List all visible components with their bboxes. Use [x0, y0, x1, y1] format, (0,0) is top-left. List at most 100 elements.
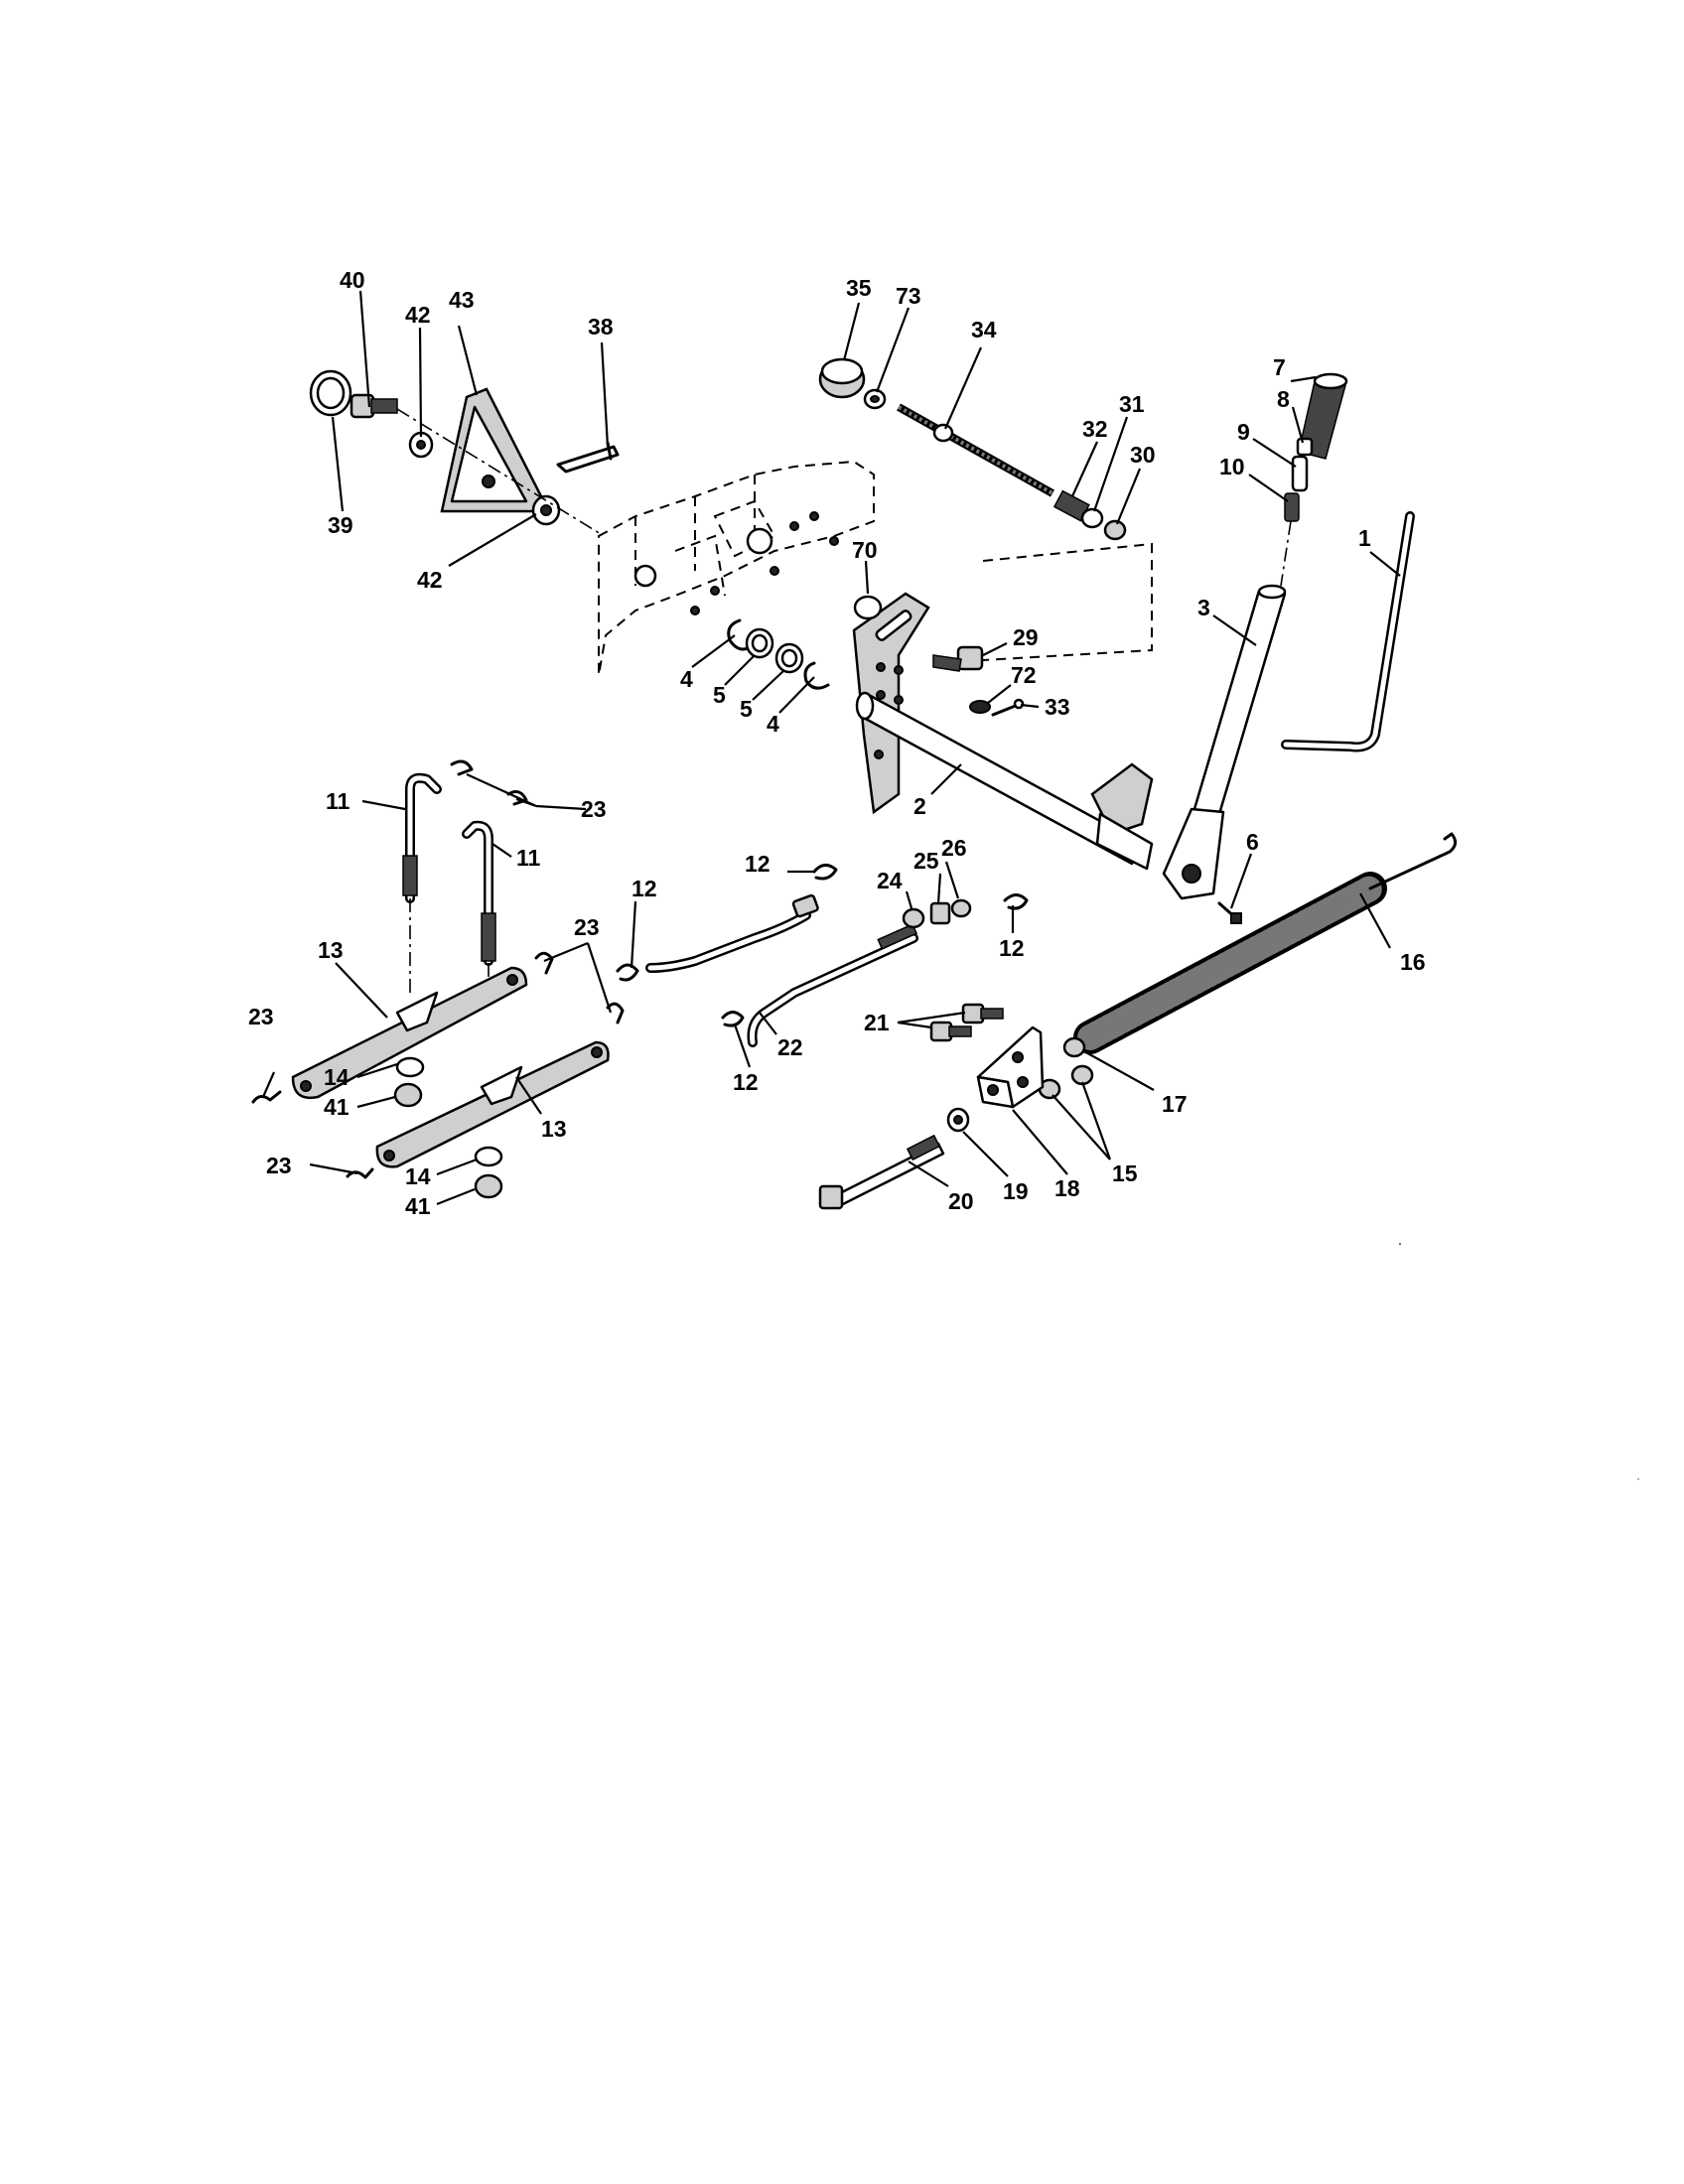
callout-72: 72	[1011, 662, 1037, 688]
callout-3: 3	[1197, 595, 1210, 620]
callout-41-bottom: 41	[405, 1193, 431, 1219]
part-8-button	[1296, 437, 1314, 457]
callout-23-left: 23	[248, 1004, 274, 1029]
part-43-bracket	[440, 387, 543, 513]
part-72-washer	[969, 700, 991, 714]
callout-24: 24	[877, 868, 903, 893]
part-39-spring-ring	[309, 369, 352, 417]
frame-outline	[598, 460, 1153, 676]
callout-6: 6	[1246, 829, 1259, 855]
callout-26: 26	[941, 835, 967, 861]
part-31-washer	[1080, 507, 1104, 529]
part-35-knob	[818, 357, 866, 399]
callout-8: 8	[1277, 386, 1290, 412]
part-13-link-b	[375, 1040, 610, 1168]
leader-lines	[261, 290, 1401, 1206]
callout-14-top: 14	[324, 1064, 350, 1090]
part-40-shoulder-bolt	[350, 393, 398, 419]
scan-speck	[1398, 1242, 1402, 1246]
part-33-screw	[991, 698, 1025, 717]
part-13-link-a	[291, 966, 528, 1100]
part-rod-upper	[645, 893, 819, 973]
part-9-pin	[1291, 455, 1309, 492]
part-14-washer-a	[395, 1056, 425, 1078]
callout-29: 29	[1013, 624, 1039, 650]
callout-16: 16	[1400, 949, 1426, 975]
callout-40: 40	[340, 267, 365, 293]
part-5-bushing-a	[745, 627, 774, 659]
scan-speck	[1637, 1478, 1639, 1480]
callout-7: 7	[1273, 354, 1286, 380]
callout-30: 30	[1130, 442, 1156, 468]
callout-31: 31	[1119, 391, 1145, 417]
callout-22: 22	[777, 1034, 803, 1060]
part-18-bracket	[976, 1025, 1045, 1109]
part-6-screw	[1217, 901, 1242, 924]
part-1-rod	[1281, 511, 1415, 752]
part-11-hanger-b	[462, 820, 496, 966]
part-26-nut	[950, 898, 972, 918]
part-12-clip-right	[1003, 893, 1029, 910]
part-24-nut	[902, 907, 925, 929]
part-41-nut-b	[474, 1173, 503, 1199]
part-38-clip	[556, 441, 620, 474]
part-14-washer-b	[474, 1146, 503, 1167]
callout-34: 34	[971, 317, 997, 342]
callout-13-top: 13	[318, 937, 344, 963]
callout-18: 18	[1054, 1175, 1080, 1201]
callout-43: 43	[449, 287, 475, 313]
part-42-washer-bottom	[531, 494, 561, 526]
part-10-spring	[1284, 492, 1300, 522]
callout-12-left: 12	[632, 876, 657, 901]
callout-12-top: 12	[745, 851, 771, 877]
part-25-trunnion	[929, 901, 951, 925]
callout-14-bottom: 14	[405, 1163, 431, 1189]
callout-23-mid: 23	[574, 914, 600, 940]
callout-38: 38	[588, 314, 614, 340]
part-12-clip-left	[616, 963, 639, 982]
part-23-cotter-pin-left	[251, 1090, 282, 1104]
part-12-clip-top	[812, 864, 838, 881]
part-4-clip-b	[803, 661, 830, 690]
callout-23-bottom: 23	[266, 1153, 292, 1178]
part-29-bolt	[932, 645, 984, 672]
callout-25: 25	[913, 848, 939, 874]
part-19-washer	[946, 1107, 970, 1133]
callout-11-right: 11	[516, 845, 541, 871]
callout-11-left: 11	[326, 788, 351, 814]
callout-1: 1	[1358, 525, 1371, 551]
callout-13-bottom: 13	[541, 1116, 567, 1142]
part-23-cotter-pin-bottom	[346, 1167, 374, 1179]
callout-4-right: 4	[767, 711, 779, 737]
callout-42-top: 42	[405, 302, 431, 328]
part-11-hanger-a	[402, 772, 442, 903]
part-30-nut	[1103, 519, 1127, 541]
centerline-handle	[1280, 520, 1292, 587]
part-16-spring	[1073, 832, 1457, 1054]
part-3-lift-handle	[1162, 584, 1287, 900]
callout-23-top: 23	[581, 796, 607, 822]
callout-32: 32	[1082, 416, 1108, 442]
part-34-threaded-rod	[897, 403, 1054, 497]
part-12-clip-lower	[721, 1011, 745, 1027]
callout-42-bottom: 42	[417, 567, 443, 593]
callout-12-bottom: 12	[733, 1069, 759, 1095]
part-21-bolts	[929, 1003, 1004, 1042]
centerline-bracket	[396, 408, 602, 535]
callout-9: 9	[1237, 419, 1250, 445]
part-41-nut-a	[393, 1082, 423, 1108]
callout-35: 35	[846, 275, 872, 301]
callout-4-left: 4	[680, 666, 693, 692]
part-15-nuts	[1038, 1064, 1094, 1100]
callout-73: 73	[896, 283, 921, 309]
callout-20: 20	[948, 1188, 974, 1214]
callout-21: 21	[864, 1010, 890, 1035]
callout-10: 10	[1219, 454, 1245, 479]
callout-41-top: 41	[324, 1094, 350, 1120]
callouts: 40 42 43 38 39 42 35 73 34 31 32 30 7 8 …	[248, 267, 1426, 1219]
callout-15: 15	[1112, 1160, 1138, 1186]
part-70-washer	[853, 595, 883, 620]
callout-12-right: 12	[999, 935, 1025, 961]
callout-5-right: 5	[740, 696, 753, 722]
